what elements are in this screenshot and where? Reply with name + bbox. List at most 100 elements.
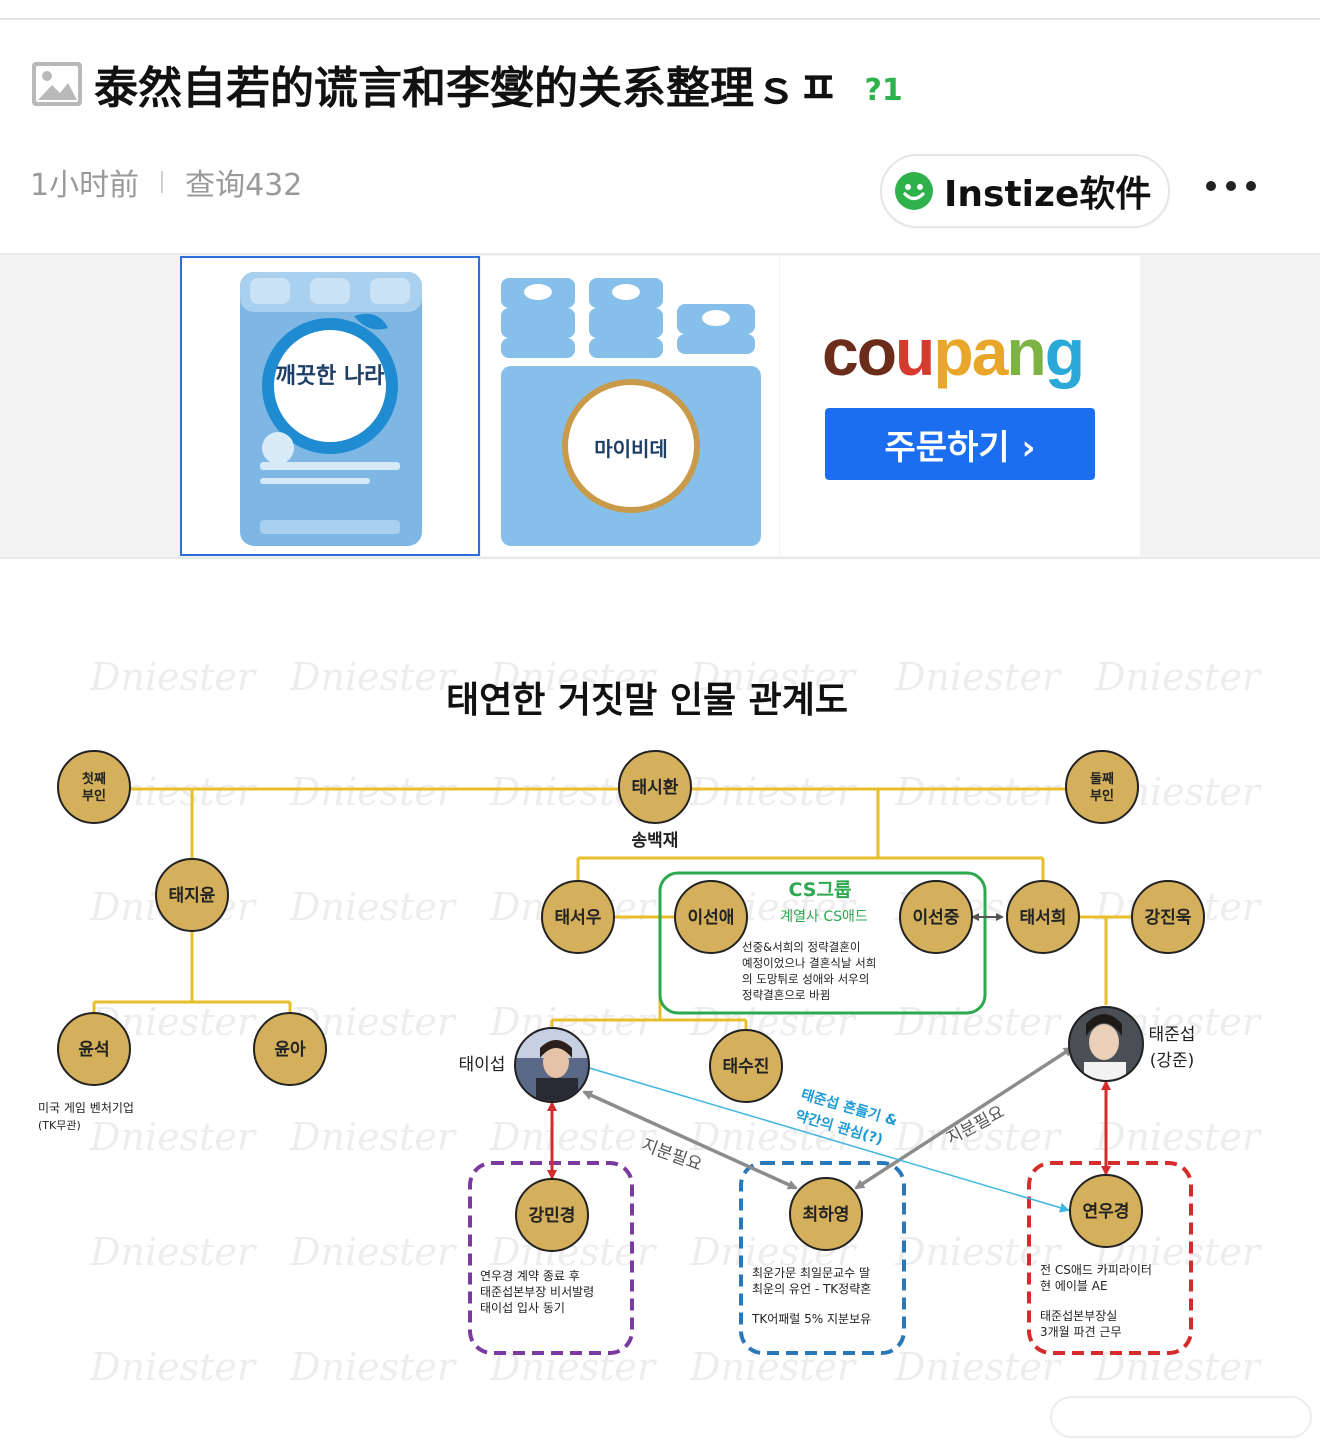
post-meta: 1小时前 查询432 xyxy=(30,160,302,204)
node-tae-seowoo-label: 태서우 xyxy=(555,908,602,928)
coupang-letter: n xyxy=(1006,315,1046,389)
cs-note-line: 정략결혼으로 바뀜 xyxy=(742,988,830,1002)
ad-coupang[interactable]: coupang 주문하기 › xyxy=(780,256,1140,556)
coupang-letter: c xyxy=(822,315,859,389)
yunseok-note-line: (TK무관) xyxy=(38,1119,81,1132)
yunseok-note-line: 미국 게임 벤처기업 xyxy=(38,1101,134,1115)
tae-junseop-label: 태준섭 xyxy=(1149,1025,1196,1045)
cs-note-line: 예정이었으나 결혼식날 서희 xyxy=(742,956,876,970)
node-yuna-label: 윤아 xyxy=(274,1040,306,1060)
tae-iseop-photo xyxy=(514,1027,590,1103)
instize-app-label: Instize软件 xyxy=(944,174,1152,215)
node-choi-hayoung-label: 최하영 xyxy=(803,1205,850,1225)
watermark-text: Dniester xyxy=(289,655,458,699)
tae-iseop-label: 태이섭 xyxy=(459,1055,506,1075)
smiley-icon xyxy=(895,172,933,210)
post-title[interactable]: 泰然自若的谎言和李燮的关系整理ｓㅍ xyxy=(94,63,839,114)
node-lee-seonjung: 이선중 xyxy=(899,880,973,954)
choi-note-line: TK어패럴 5% 지분보유 xyxy=(751,1312,871,1326)
weibo-watermark xyxy=(1050,1396,1312,1438)
watermark-text: Dniester xyxy=(894,655,1063,699)
more-dot xyxy=(1206,181,1216,191)
instize-app-button[interactable]: Instize软件 xyxy=(880,154,1170,228)
coupang-letter: p xyxy=(933,315,973,389)
watermark-text: Dniester xyxy=(289,1345,458,1389)
cs-note: 선중&서희의 정략결혼이 예정이었으나 결혼식날 서희 의 도망튀로 성애와 서… xyxy=(742,940,876,1002)
node-tae-seohee-label: 태서희 xyxy=(1020,908,1067,928)
choi-hayoung-box xyxy=(739,1161,906,1355)
kang-note-line: 태준섭본부장 비서발령 xyxy=(480,1285,594,1299)
yeon-note-line: 3개월 파견 근무 xyxy=(1040,1325,1122,1339)
more-dot xyxy=(1226,181,1236,191)
node-lee-seonae: 이선애 xyxy=(674,880,748,954)
tissue-pack-image: 깨끗한 나라 xyxy=(240,272,422,546)
ad-product-wet-wipes[interactable]: 마이비데 xyxy=(481,256,779,556)
cs-group-label: CS그룹 xyxy=(789,879,852,901)
node-kang-jinwook-label: 강진욱 xyxy=(1145,908,1192,928)
node-tae-sujin-label: 태수진 xyxy=(723,1057,770,1077)
choi-note-line: 최운가문 최일문교수 딸 xyxy=(752,1266,870,1280)
image-icon xyxy=(32,62,82,106)
ad-product-tissue[interactable]: 깨끗한 나라 xyxy=(180,256,480,556)
watermark-text: Dniester xyxy=(689,655,858,699)
node-lee-seonae-label: 이선애 xyxy=(688,908,735,928)
node-tae-sihwan-label: 태시환 xyxy=(632,778,679,798)
family-lines xyxy=(92,787,1132,1030)
node-second-wife-line1: 둘째 xyxy=(1090,772,1114,787)
tae-junseop-alias: (강준) xyxy=(1150,1051,1195,1071)
diagram-title: 태연한 거짓말 인물 관계도 xyxy=(446,680,848,721)
person-nodes: 첫째 부인 태시환 둘째 부인 태지윤 윤석 윤아 태서우 xyxy=(57,750,1205,1252)
node-kang-jinwook: 강진욱 xyxy=(1131,880,1205,954)
watermark-text: Dniester xyxy=(489,1115,658,1159)
choi-note-line: 최운의 유언 - TK정략혼 xyxy=(752,1282,871,1296)
post-title-row: 泰然自若的谎言和李燮的关系整理ｓㅍ ?1 xyxy=(30,52,903,116)
node-yeon-wookyung: 연우경 xyxy=(1069,1174,1143,1248)
post-views: 查询432 xyxy=(185,168,303,203)
kang-minkyung-note: 연우경 계약 종료 후 태준섭본부장 비서발령 태이섭 입사 동기 xyxy=(480,1268,594,1315)
meta-divider xyxy=(161,171,164,193)
watermark-text: Dniester xyxy=(894,1345,1063,1389)
watermark-text: Dniester xyxy=(894,770,1063,814)
tae-junseop-photo xyxy=(1068,1006,1144,1082)
watermark-text: Dniester xyxy=(894,1230,1063,1274)
node-tae-jiyun-label: 태지윤 xyxy=(169,886,216,906)
node-yunseok-label: 윤석 xyxy=(78,1040,109,1060)
coupang-letter: g xyxy=(1044,315,1085,389)
node-second-wife-line2: 부인 xyxy=(1090,788,1114,804)
more-dot xyxy=(1246,181,1256,191)
kang-note-line: 태이섭 입사 동기 xyxy=(480,1301,565,1315)
node-tae-seohee: 태서희 xyxy=(1006,880,1080,954)
more-options-icon[interactable] xyxy=(1206,168,1256,204)
node-tae-sujin: 태수진 xyxy=(709,1029,783,1103)
watermark-text: Dniester xyxy=(289,885,458,929)
comment-count[interactable]: ?1 xyxy=(864,72,903,108)
node-yunseok: 윤석 xyxy=(57,1012,131,1086)
watermark-text: Dniester xyxy=(89,1115,258,1159)
watermark-text: Dniester xyxy=(89,655,258,699)
node-kang-minkyung-label: 강민경 xyxy=(529,1206,576,1226)
choi-hayoung-note: 최운가문 최일문교수 딸 최운의 유언 - TK정략혼 TK어패럴 5% 지분보… xyxy=(751,1266,871,1326)
top-divider xyxy=(0,18,1320,20)
yeon-note-line: 현 에이블 AE xyxy=(1040,1279,1108,1293)
watermark-text: Dniester xyxy=(1094,655,1263,699)
watermark-text: Dniester xyxy=(89,1230,258,1274)
cs-affiliate-label: 계열사 CS애드 xyxy=(780,909,868,925)
watermark-text: Dniester xyxy=(1094,1115,1263,1159)
wet-wipes-brand-text: 마이비데 xyxy=(594,437,668,461)
cs-note-line: 의 도망튀로 성애와 서우의 xyxy=(742,972,869,986)
watermark-text: Dniester xyxy=(289,770,458,814)
order-button[interactable]: 주문하기 › xyxy=(825,408,1095,480)
coupang-letter: a xyxy=(971,315,1009,389)
node-tae-jiyun: 태지윤 xyxy=(155,858,229,932)
coupang-letter: o xyxy=(856,315,897,389)
watermark-text: Dniester xyxy=(289,1230,458,1274)
watermark-text: Dniester xyxy=(894,1000,1063,1044)
node-first-wife-line1: 첫째 xyxy=(82,771,106,787)
watermark-text: Dniester xyxy=(689,770,858,814)
node-kang-minkyung: 강민경 xyxy=(515,1178,589,1252)
node-lee-seonjung-label: 이선중 xyxy=(913,908,960,928)
song-baekjae-label: 송백재 xyxy=(632,831,679,851)
coupang-logo: coupang xyxy=(822,314,1085,390)
node-second-wife: 둘째 부인 xyxy=(1065,750,1139,824)
